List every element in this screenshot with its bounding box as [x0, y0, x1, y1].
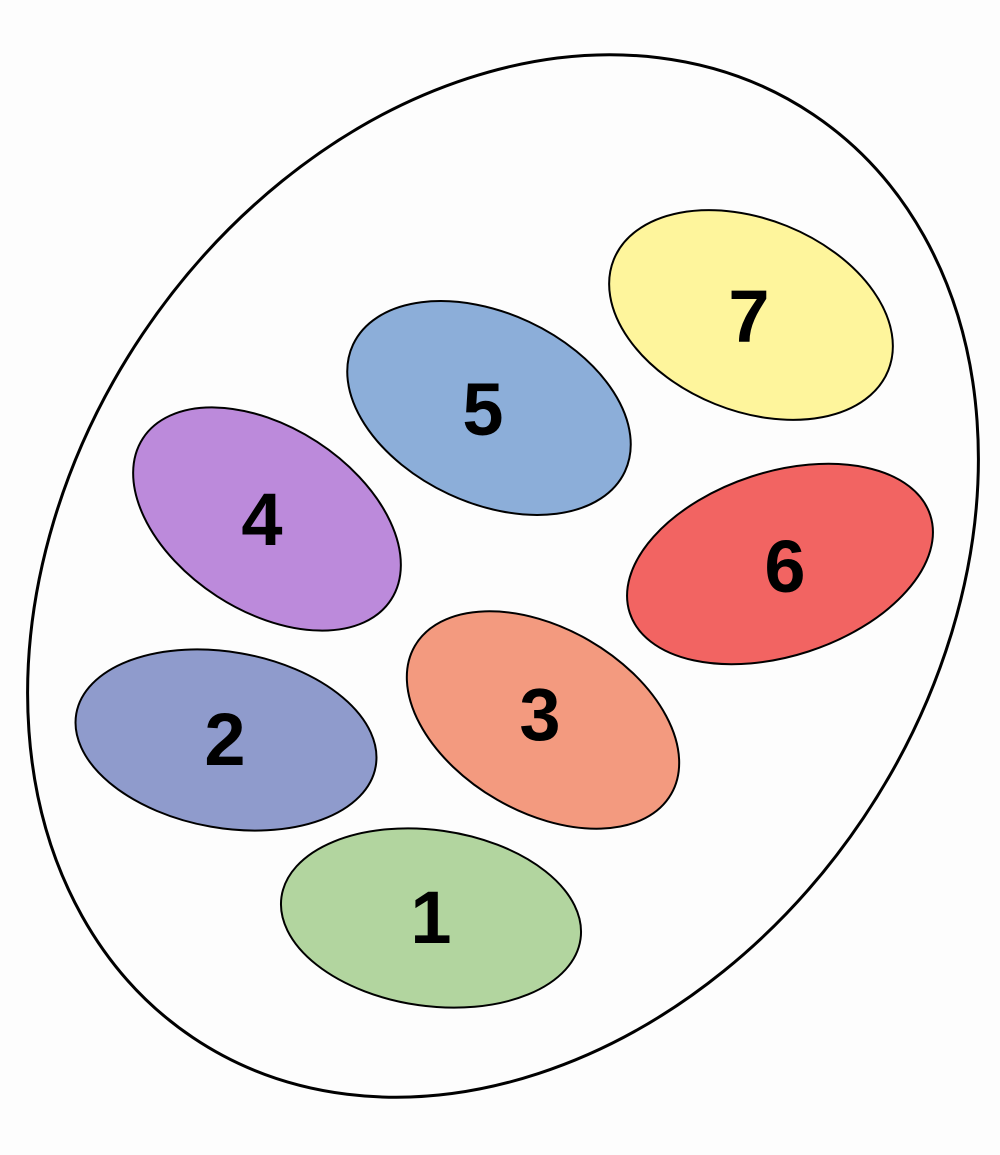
group-4-ellipse: [132, 406, 402, 632]
group-7: 7: [608, 209, 894, 421]
group-6-ellipse: [626, 462, 934, 666]
group-6: 6: [626, 462, 934, 666]
group-2: 2: [74, 648, 378, 832]
group-5-label: 5: [462, 368, 503, 451]
group-3-ellipse: [405, 610, 681, 830]
group-3: 3: [405, 610, 681, 830]
group-6-label: 6: [764, 525, 805, 608]
group-4-label: 4: [241, 478, 282, 561]
group-3-label: 3: [519, 673, 560, 756]
group-2-label: 2: [204, 698, 245, 781]
group-5: 5: [346, 300, 632, 516]
group-4: 4: [132, 406, 402, 632]
group-1: 1: [279, 827, 583, 1009]
group-7-ellipse: [608, 209, 894, 421]
group-1-label: 1: [410, 876, 451, 959]
group-2-ellipse: [74, 648, 378, 832]
group-7-label: 7: [728, 275, 769, 358]
group-5-ellipse: [346, 300, 632, 516]
group-1-ellipse: [279, 827, 583, 1009]
